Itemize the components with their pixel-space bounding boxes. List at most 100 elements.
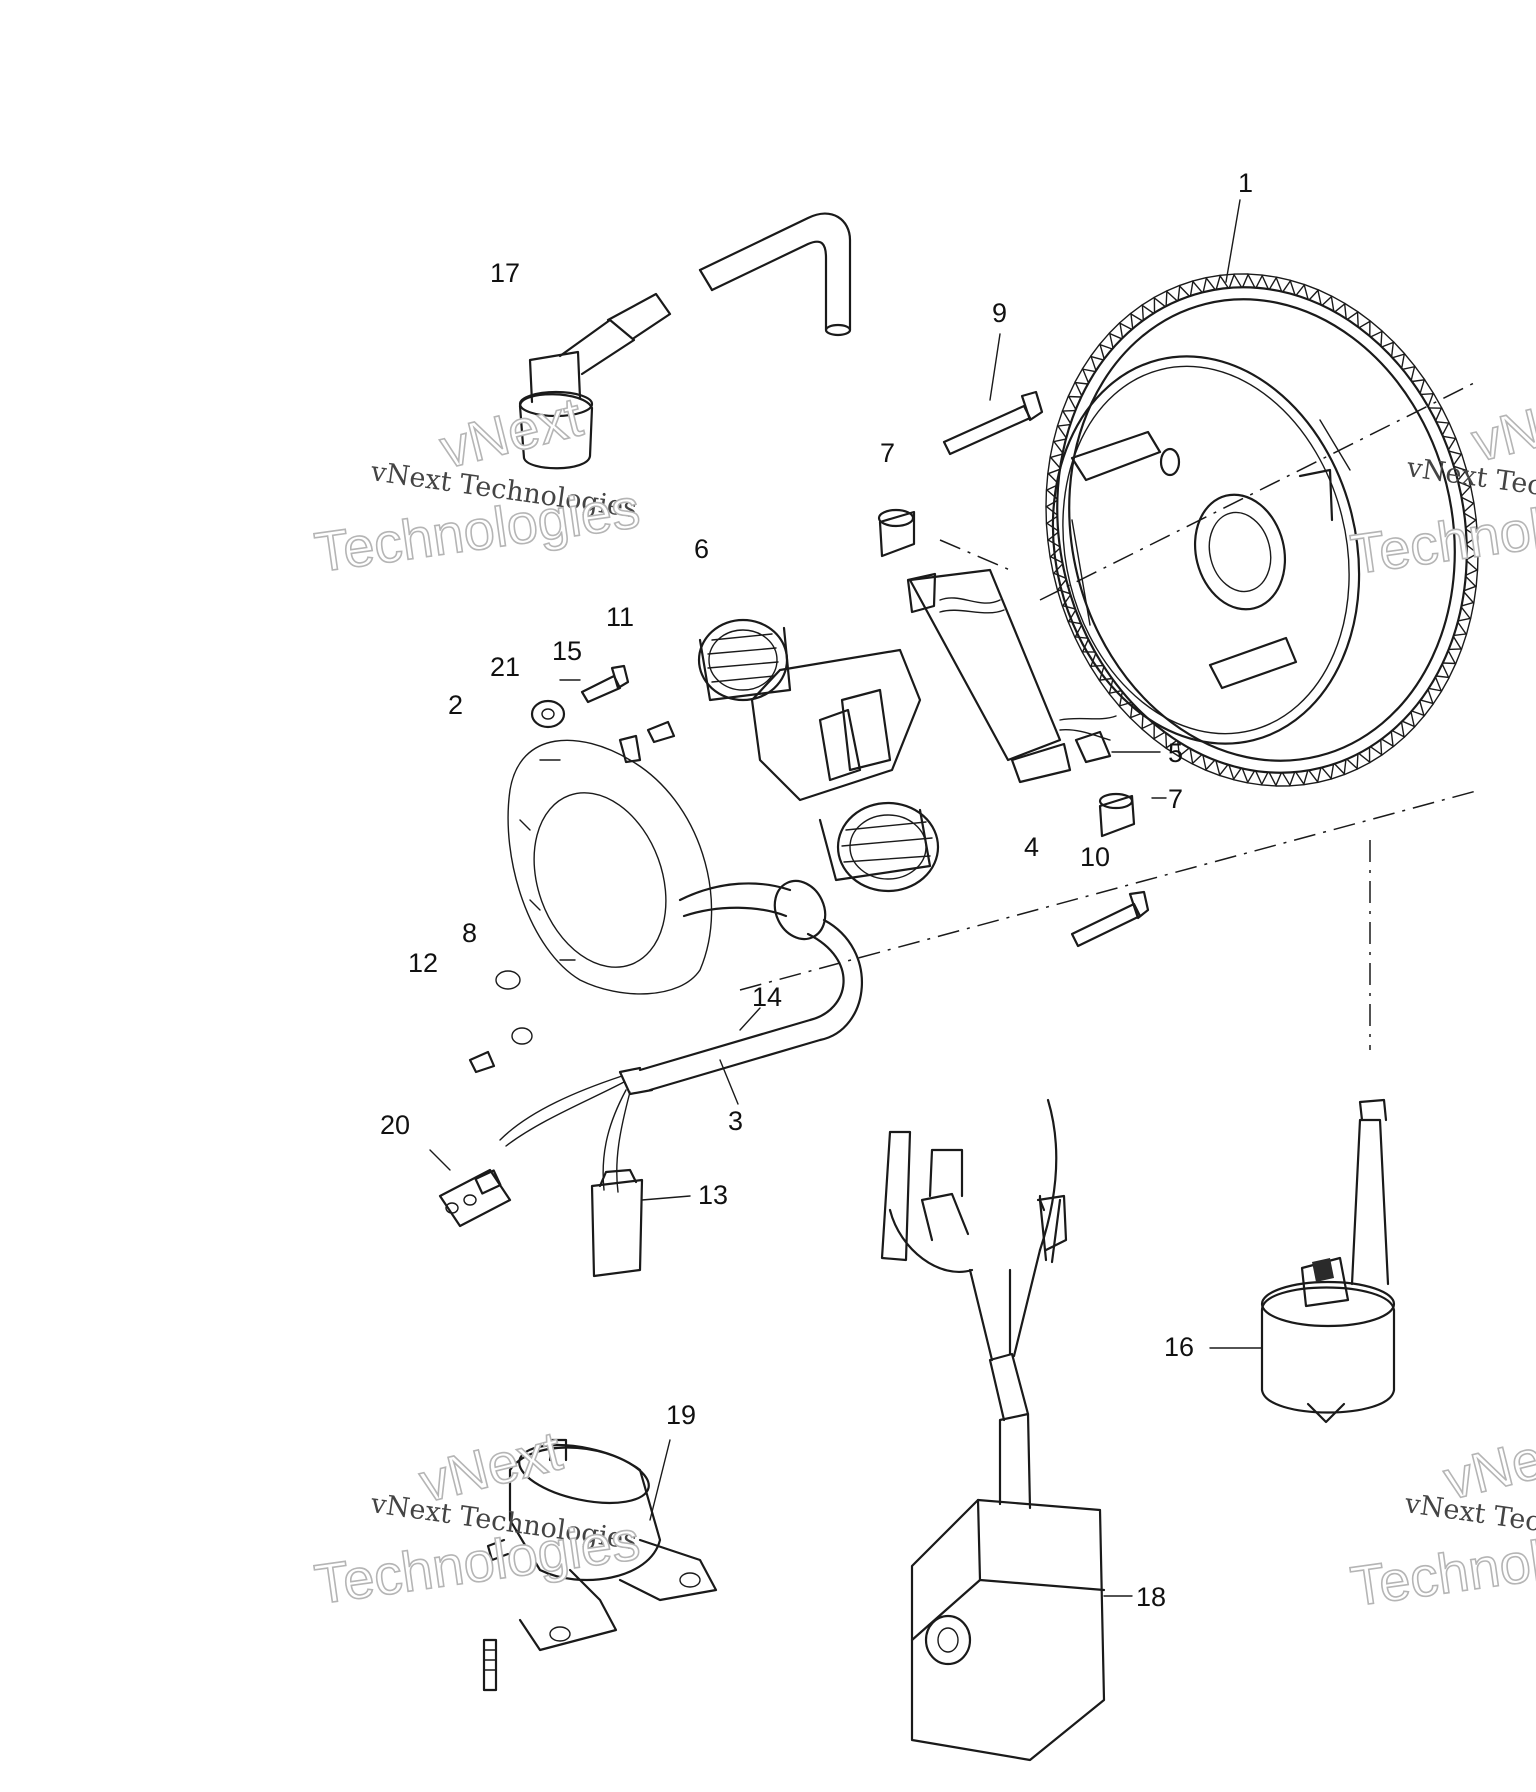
callout-8: 8 <box>462 918 477 948</box>
flywheel-part-1 <box>1045 273 1479 787</box>
gear-tooth <box>1254 770 1283 787</box>
washer-part-21 <box>530 699 566 729</box>
callout-13: 13 <box>698 1180 728 1210</box>
gear-tooth <box>1282 279 1309 301</box>
gear-tooth <box>1333 753 1359 776</box>
terminal-part-19-plug <box>482 1638 498 1692</box>
watermark-top-left: vNext vNext Technologies Technologies <box>310 384 644 585</box>
gear-tooth <box>1061 594 1082 625</box>
gear-tooth <box>1165 284 1191 307</box>
gear-tooth <box>1465 528 1479 561</box>
gear-tooth <box>1460 575 1477 607</box>
gear-tooth <box>1419 392 1443 422</box>
screw-part-15 <box>580 664 630 704</box>
watermark-bottom-right: vNext vNext Technologies Technologies <box>1346 1415 1536 1619</box>
callout-10: 10 <box>1080 842 1110 872</box>
gear-tooth <box>1308 289 1335 313</box>
gear-tooth <box>1358 739 1383 764</box>
callout-11: 11 <box>606 602 634 632</box>
gear-tooth <box>1141 713 1166 740</box>
gear-tooth <box>1056 578 1076 610</box>
gear-tooth <box>1457 481 1475 513</box>
washer-part-8 <box>495 970 533 1045</box>
gear-tooth <box>1435 649 1457 679</box>
gear-tooth <box>1081 355 1105 384</box>
leader-lines <box>429 199 1263 1597</box>
gear-tooth <box>1308 763 1335 784</box>
gear-tooth <box>1380 721 1405 748</box>
gear-tooth <box>1130 304 1155 330</box>
solenoid-part-19 <box>486 1438 718 1652</box>
callout-14: 14 <box>752 982 782 1012</box>
gear-tooth <box>1391 353 1416 382</box>
gear-tooth <box>1401 700 1425 728</box>
gear-tooth <box>1321 295 1347 320</box>
spacer-part-7-upper <box>877 508 916 558</box>
callouts: 1 2 3 4 5 6 7 7 8 9 10 11 12 13 14 15 16… <box>380 168 1253 1612</box>
gear-tooth <box>1074 624 1096 653</box>
bolt-part-9 <box>942 390 1044 456</box>
callout-3: 3 <box>728 1106 743 1136</box>
gear-tooth <box>1442 435 1463 466</box>
watermark-bottom-left: vNext vNext Technologies Technologies <box>310 1418 644 1617</box>
callout-19: 19 <box>666 1400 696 1430</box>
gear-tooth <box>1255 274 1283 293</box>
gear-tooth <box>1410 688 1434 717</box>
gear-tooth <box>1129 702 1155 730</box>
gear-tooth <box>1241 767 1269 786</box>
gear-tooth <box>1061 395 1082 425</box>
screw-part-11 <box>646 720 676 744</box>
gear-tooth <box>1334 302 1359 328</box>
gear-tooth <box>1281 769 1309 787</box>
gear-tooth <box>1419 676 1443 705</box>
callout-5: 5 <box>1168 738 1183 768</box>
callout-15: 15 <box>552 636 582 666</box>
gear-tooth <box>1241 273 1270 290</box>
gear-tooth <box>1141 296 1166 321</box>
gear-tooth <box>1321 758 1347 780</box>
gear-tooth <box>1119 312 1144 339</box>
gear-tooth <box>1202 274 1230 293</box>
gear-tooth <box>1428 407 1450 436</box>
watermark-word-top: vNext <box>1466 378 1536 474</box>
callout-6: 6 <box>694 534 709 564</box>
gear-tooth <box>1447 621 1468 651</box>
gear-tooth <box>1045 484 1059 516</box>
gear-tooth <box>1358 320 1383 347</box>
gear-tooth <box>1411 379 1435 408</box>
gear-tooth <box>1202 754 1229 777</box>
gear-tooth <box>1453 606 1472 637</box>
gear-tooth <box>1228 273 1256 289</box>
gear-tooth <box>1369 330 1395 358</box>
gear-tooth <box>1118 691 1143 719</box>
gear-tooth <box>1228 764 1256 784</box>
gear-tooth <box>1215 759 1242 781</box>
callout-16: 16 <box>1164 1332 1194 1362</box>
gear-tooth <box>1090 343 1114 372</box>
ignition-coil-part-16 <box>1260 1098 1396 1424</box>
callout-17: 17 <box>490 258 520 288</box>
gear-tooth <box>1177 740 1203 765</box>
callout-4: 4 <box>1024 832 1039 862</box>
gear-tooth <box>1427 663 1450 692</box>
bolt-part-10 <box>1070 890 1150 948</box>
cdi-unit-part-18 <box>880 1098 1106 1762</box>
gear-tooth <box>1067 609 1089 639</box>
callout-1: 1 <box>1238 168 1253 198</box>
gear-tooth <box>1453 465 1472 497</box>
gear-tooth <box>1049 438 1067 469</box>
callout-7-lower: 7 <box>1168 784 1183 814</box>
gear-tooth <box>1381 341 1406 369</box>
gear-tooth <box>1294 767 1322 786</box>
callout-2: 2 <box>448 690 463 720</box>
gear-tooth <box>1108 322 1133 349</box>
plug-cap-part-17 <box>518 212 852 470</box>
gear-tooth <box>1463 560 1479 592</box>
connector-part-13 <box>590 1168 644 1278</box>
gear-tooth <box>1056 409 1077 439</box>
gear-tooth <box>1099 332 1123 360</box>
gear-tooth <box>1189 747 1216 771</box>
callout-21: 21 <box>490 652 520 682</box>
gear-tooth <box>1153 723 1178 749</box>
harness-part-3 <box>499 918 863 1193</box>
